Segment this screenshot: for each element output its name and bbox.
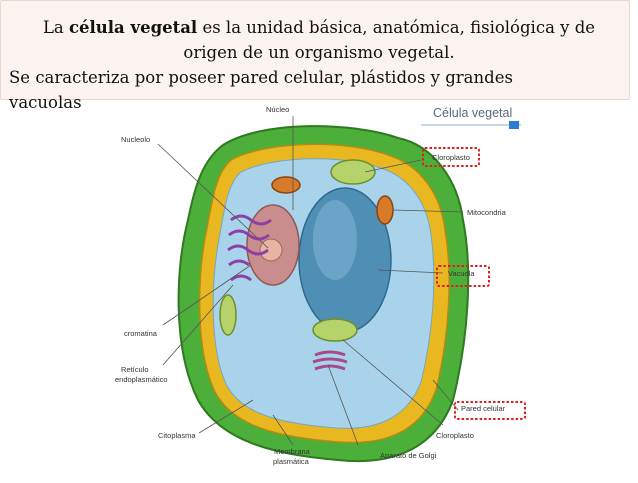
leader-citoplasma	[198, 399, 254, 434]
intro-line-3: vacuolas	[9, 93, 82, 112]
title-underline	[421, 124, 521, 126]
label-nucleolo: Nucleolo	[121, 135, 150, 144]
leader-vacuola	[377, 269, 444, 274]
intro-line-1: La célula vegetal es la unidad básica, a…	[9, 15, 629, 40]
label-cloroplasto-2: Cloroplasto	[436, 431, 474, 440]
intro-box: La célula vegetal es la unidad básica, a…	[0, 0, 630, 112]
mitochondrion-top	[271, 176, 301, 194]
leader-nucleolo	[157, 143, 269, 249]
figure-title: Célula vegetal	[433, 106, 512, 120]
intro-line-1-cont: origen de un organismo vegetal.	[183, 43, 455, 62]
label-nucleo: Núcleo	[266, 105, 289, 114]
highlight-vacuola	[436, 265, 490, 287]
intro-line-2: Se caracteriza por poseer pared celular,…	[9, 68, 513, 87]
leader-cloroplasto-2	[342, 339, 444, 426]
plant-cell-diagram: Célula vegetal	[115, 105, 526, 466]
label-pared: Pared celular	[461, 404, 506, 413]
label-citoplasma: Citoplasma	[158, 431, 196, 440]
chloroplast-bottom	[312, 318, 358, 342]
leader-cloroplasto	[364, 159, 422, 173]
label-membrana-2: plasmática	[273, 457, 310, 466]
intro-line-1-end: es la unidad básica, anatómica, fisiológ…	[197, 18, 596, 37]
golgi-apparatus	[312, 350, 348, 371]
leader-reticulo	[162, 284, 234, 366]
leader-membrana	[272, 414, 294, 446]
intro-line-1-start: La	[42, 18, 69, 37]
label-golgi: Aparato de Golgi	[380, 451, 437, 460]
leader-pared	[432, 379, 459, 411]
plant-cell-figure: Célula vegetal	[103, 100, 537, 479]
intro-text: La célula vegetal es la unidad básica, a…	[9, 15, 629, 115]
label-membrana-1: Membrana	[274, 447, 311, 456]
leader-lines	[157, 116, 464, 446]
vacuole-highlight	[313, 200, 357, 280]
leader-cromatina	[162, 264, 252, 326]
label-reticulo-1: Retículo	[121, 365, 149, 374]
label-cloroplasto: Cloroplasto	[432, 153, 470, 162]
chloroplast-top	[330, 159, 376, 185]
intro-keyword: célula vegetal	[68, 18, 198, 37]
label-mitocondria: Mitocondria	[467, 208, 507, 217]
title-marker	[509, 121, 519, 129]
endoplasmic-reticulum	[227, 214, 272, 282]
mitochondrion-right	[376, 195, 394, 225]
leader-mitocondria	[392, 209, 464, 213]
highlight-pared	[454, 401, 526, 420]
chloroplast-left	[219, 294, 237, 336]
label-vacuola: Vacuola	[448, 269, 475, 278]
label-reticulo-2: endoplasmático	[115, 375, 168, 384]
leader-golgi	[327, 364, 359, 446]
nucleolus	[259, 238, 283, 262]
label-cromatina: cromatina	[124, 329, 158, 338]
